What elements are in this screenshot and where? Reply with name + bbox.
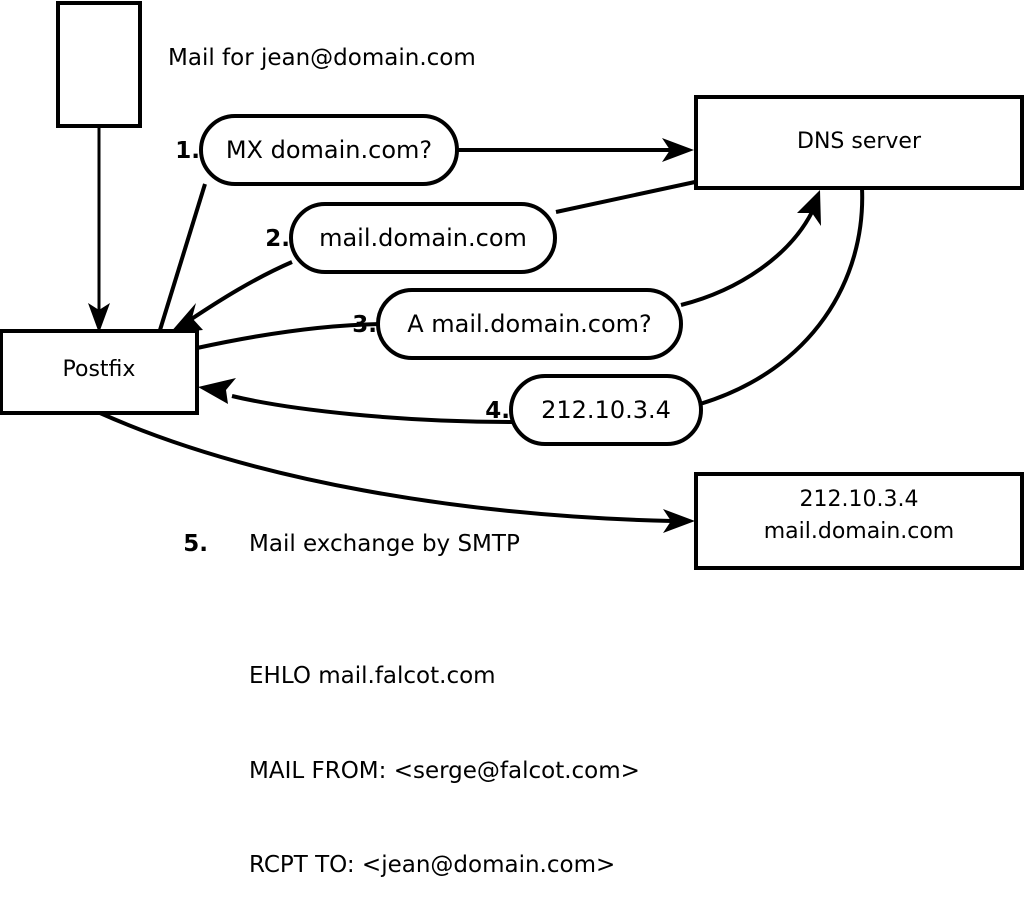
node-postfix[interactable] — [0, 329, 199, 415]
smtp-transcript: EHLO mail.falcot.com MAIL FROM: <serge@f… — [249, 598, 640, 919]
edge-mailclient-to-postfix — [88, 126, 110, 333]
bubble-step-4-label: 212.10.3.4 — [541, 396, 671, 424]
bubble-step-3-label: A mail.domain.com? — [407, 310, 652, 338]
edge-step3-to-dns — [680, 190, 821, 307]
bubble-step-2[interactable] — [289, 202, 557, 274]
node-mail-client[interactable] — [56, 1, 142, 128]
smtp-line: MAIL FROM: <serge@falcot.com> — [249, 757, 640, 784]
node-mail-server-hostname: mail.domain.com — [763, 519, 955, 544]
bubble-step-1[interactable] — [199, 114, 459, 186]
step-number-5: 5. — [183, 531, 208, 557]
step-number-2: 2. — [265, 226, 290, 252]
step-number-4: 4. — [485, 398, 510, 424]
bubble-step-2-label: mail.domain.com — [319, 224, 527, 252]
step-number-1: 1. — [175, 138, 200, 164]
edge-postfix-to-step3 — [196, 322, 381, 350]
edge-dns-to-step2 — [555, 180, 696, 214]
edge-step1-to-dns — [458, 138, 694, 162]
bubble-step-1-label: MX domain.com? — [225, 136, 433, 164]
smtp-line: EHLO mail.falcot.com — [249, 663, 496, 689]
bubble-step-3[interactable] — [376, 288, 683, 360]
smtp-line: RCPT TO: <jean@domain.com> — [249, 852, 616, 878]
step-5-label: Mail exchange by SMTP — [249, 531, 520, 557]
edge-step4-to-postfix — [198, 378, 513, 424]
node-postfix-label: Postfix — [62, 357, 136, 382]
bubble-step-4[interactable] — [509, 374, 703, 446]
node-mail-server[interactable] — [694, 472, 1024, 570]
edge-dns-to-step4 — [699, 187, 865, 406]
page-title: Mail for jean@domain.com — [168, 45, 476, 71]
edge-postfix-to-mailserver — [99, 411, 695, 533]
step-number-3: 3. — [352, 312, 377, 338]
edge-step2-to-postfix — [170, 260, 293, 333]
edge-postfix-to-step1 — [158, 183, 207, 331]
node-mail-server-ip: 212.10.3.4 — [799, 487, 919, 512]
node-dns-server-label: DNS server — [797, 129, 921, 154]
node-dns-server[interactable] — [694, 95, 1024, 190]
